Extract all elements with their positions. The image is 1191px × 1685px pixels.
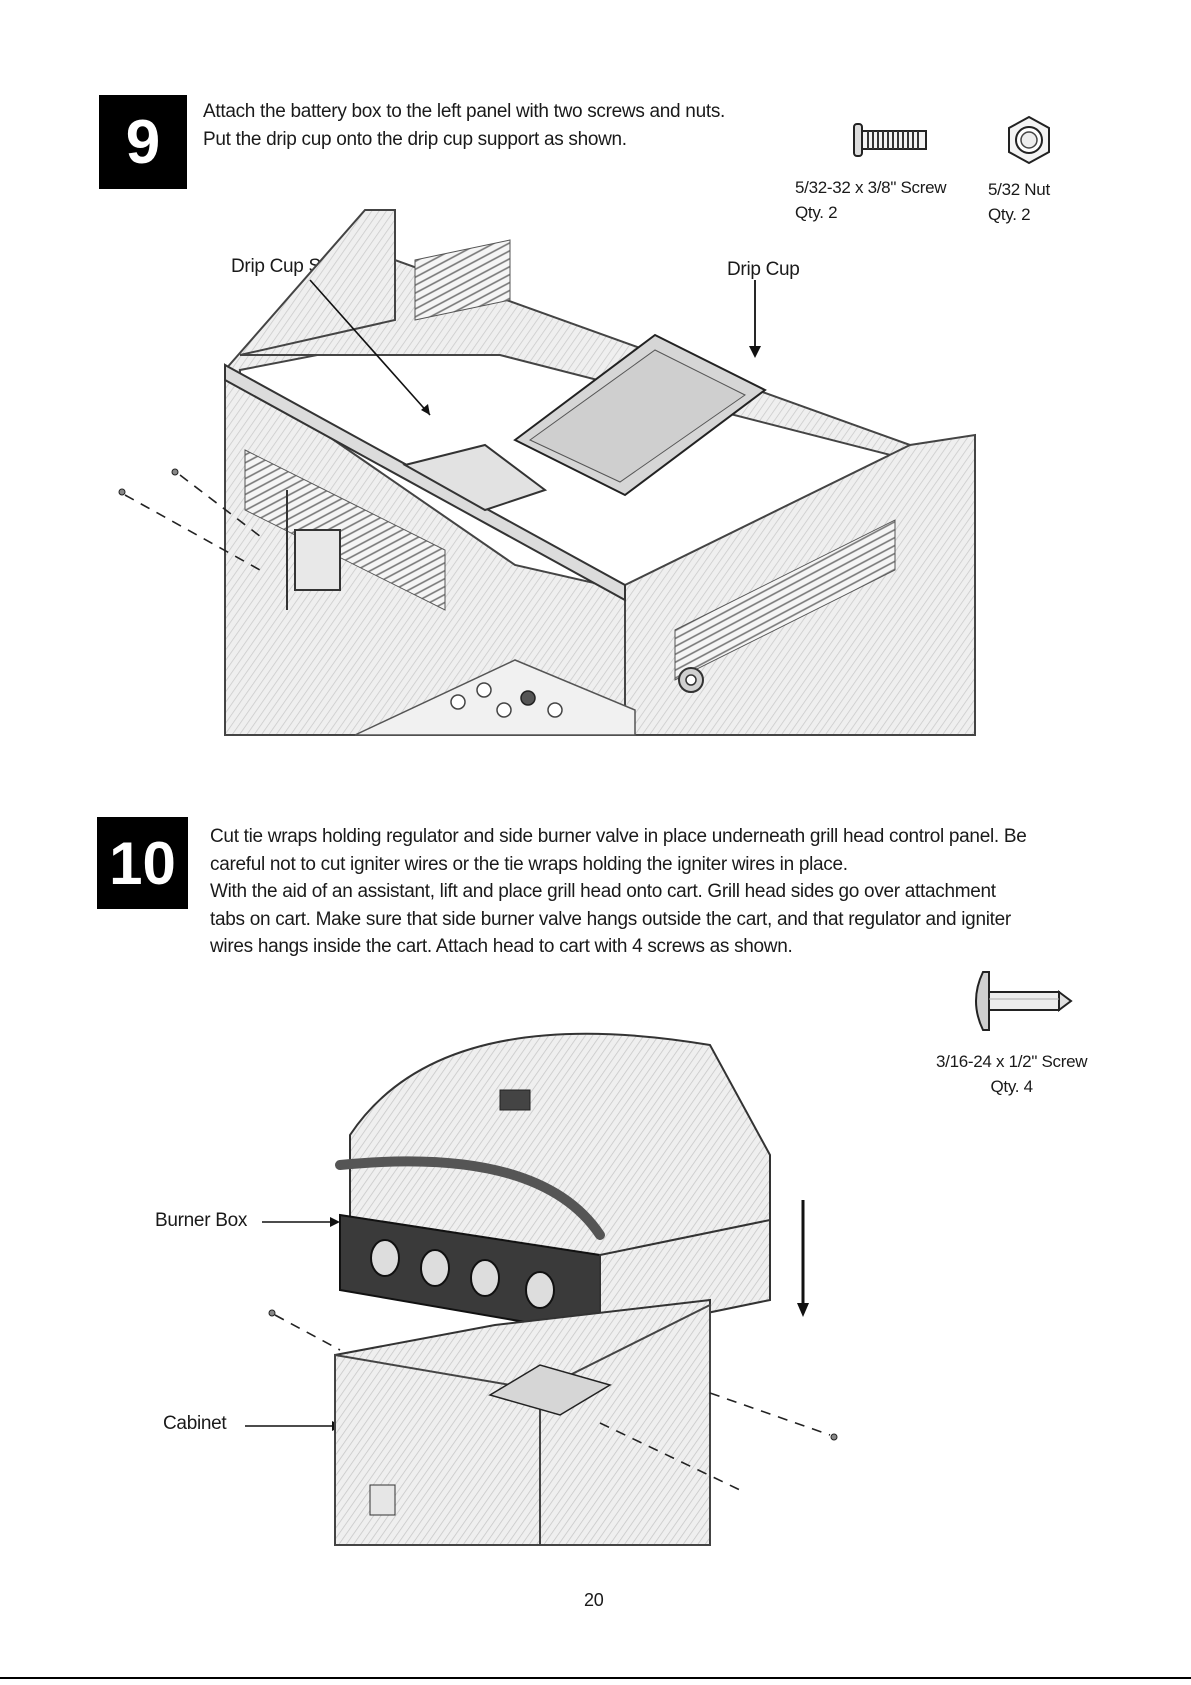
step-9-number: 9	[125, 107, 161, 177]
hardware-label: 3/16-24 x 1/2" Screw	[936, 1052, 1088, 1071]
page-bottom-rule	[0, 1677, 1191, 1679]
hardware-label: 5/32 Nut	[988, 180, 1050, 199]
step-10-line-4: tabs on cart. Make sure that side burner…	[210, 908, 1011, 930]
hardware-qty: Qty. 2	[795, 202, 838, 222]
hardware-qty: Qty. 4	[990, 1076, 1033, 1096]
screw-icon	[853, 123, 927, 157]
screw-icon	[975, 971, 1073, 1031]
callout-drip-cup: Drip Cup	[727, 259, 800, 280]
step-10-hardware-screw: 3/16-24 x 1/2" Screw Qty. 4	[936, 1050, 1088, 1099]
step-9-instructions: Attach the battery box to the left panel…	[203, 98, 725, 153]
grill-head-installation-illustration	[245, 1032, 838, 1546]
step-10-line-3: With the aid of an assistant, lift and p…	[210, 881, 996, 903]
callout-cabinet: Cabinet	[163, 1413, 227, 1434]
step-9-badge: 9	[99, 95, 187, 189]
step-9-line-1: Attach the battery box to the left panel…	[203, 101, 725, 122]
step-9-hardware-nut: 5/32 Nut Qty. 2	[988, 178, 1050, 227]
step-9-hardware-screw: 5/32-32 x 3/8" Screw Qty. 2	[795, 176, 947, 225]
cabinet-assembly-illustration	[118, 209, 976, 736]
step-10-number: 10	[109, 829, 176, 897]
step-10-line-1: Cut tie wraps holding regulator and side…	[210, 826, 1027, 847]
page-number: 20	[584, 1590, 604, 1610]
step-9-line-2: Put the drip cup onto the drip cup suppo…	[203, 128, 627, 150]
step-10-line-5: wires hangs inside the cart. Attach head…	[210, 936, 793, 958]
hardware-label: 5/32-32 x 3/8" Screw	[795, 178, 947, 197]
step-10-line-2: careful not to cut igniter wires or the …	[210, 853, 848, 875]
hardware-qty: Qty. 2	[988, 204, 1031, 224]
step-10-instructions: Cut tie wraps holding regulator and side…	[210, 823, 1027, 961]
callout-burner-box: Burner Box	[155, 1210, 248, 1231]
nut-icon	[1008, 115, 1050, 165]
step-10-badge: 10	[97, 817, 188, 909]
